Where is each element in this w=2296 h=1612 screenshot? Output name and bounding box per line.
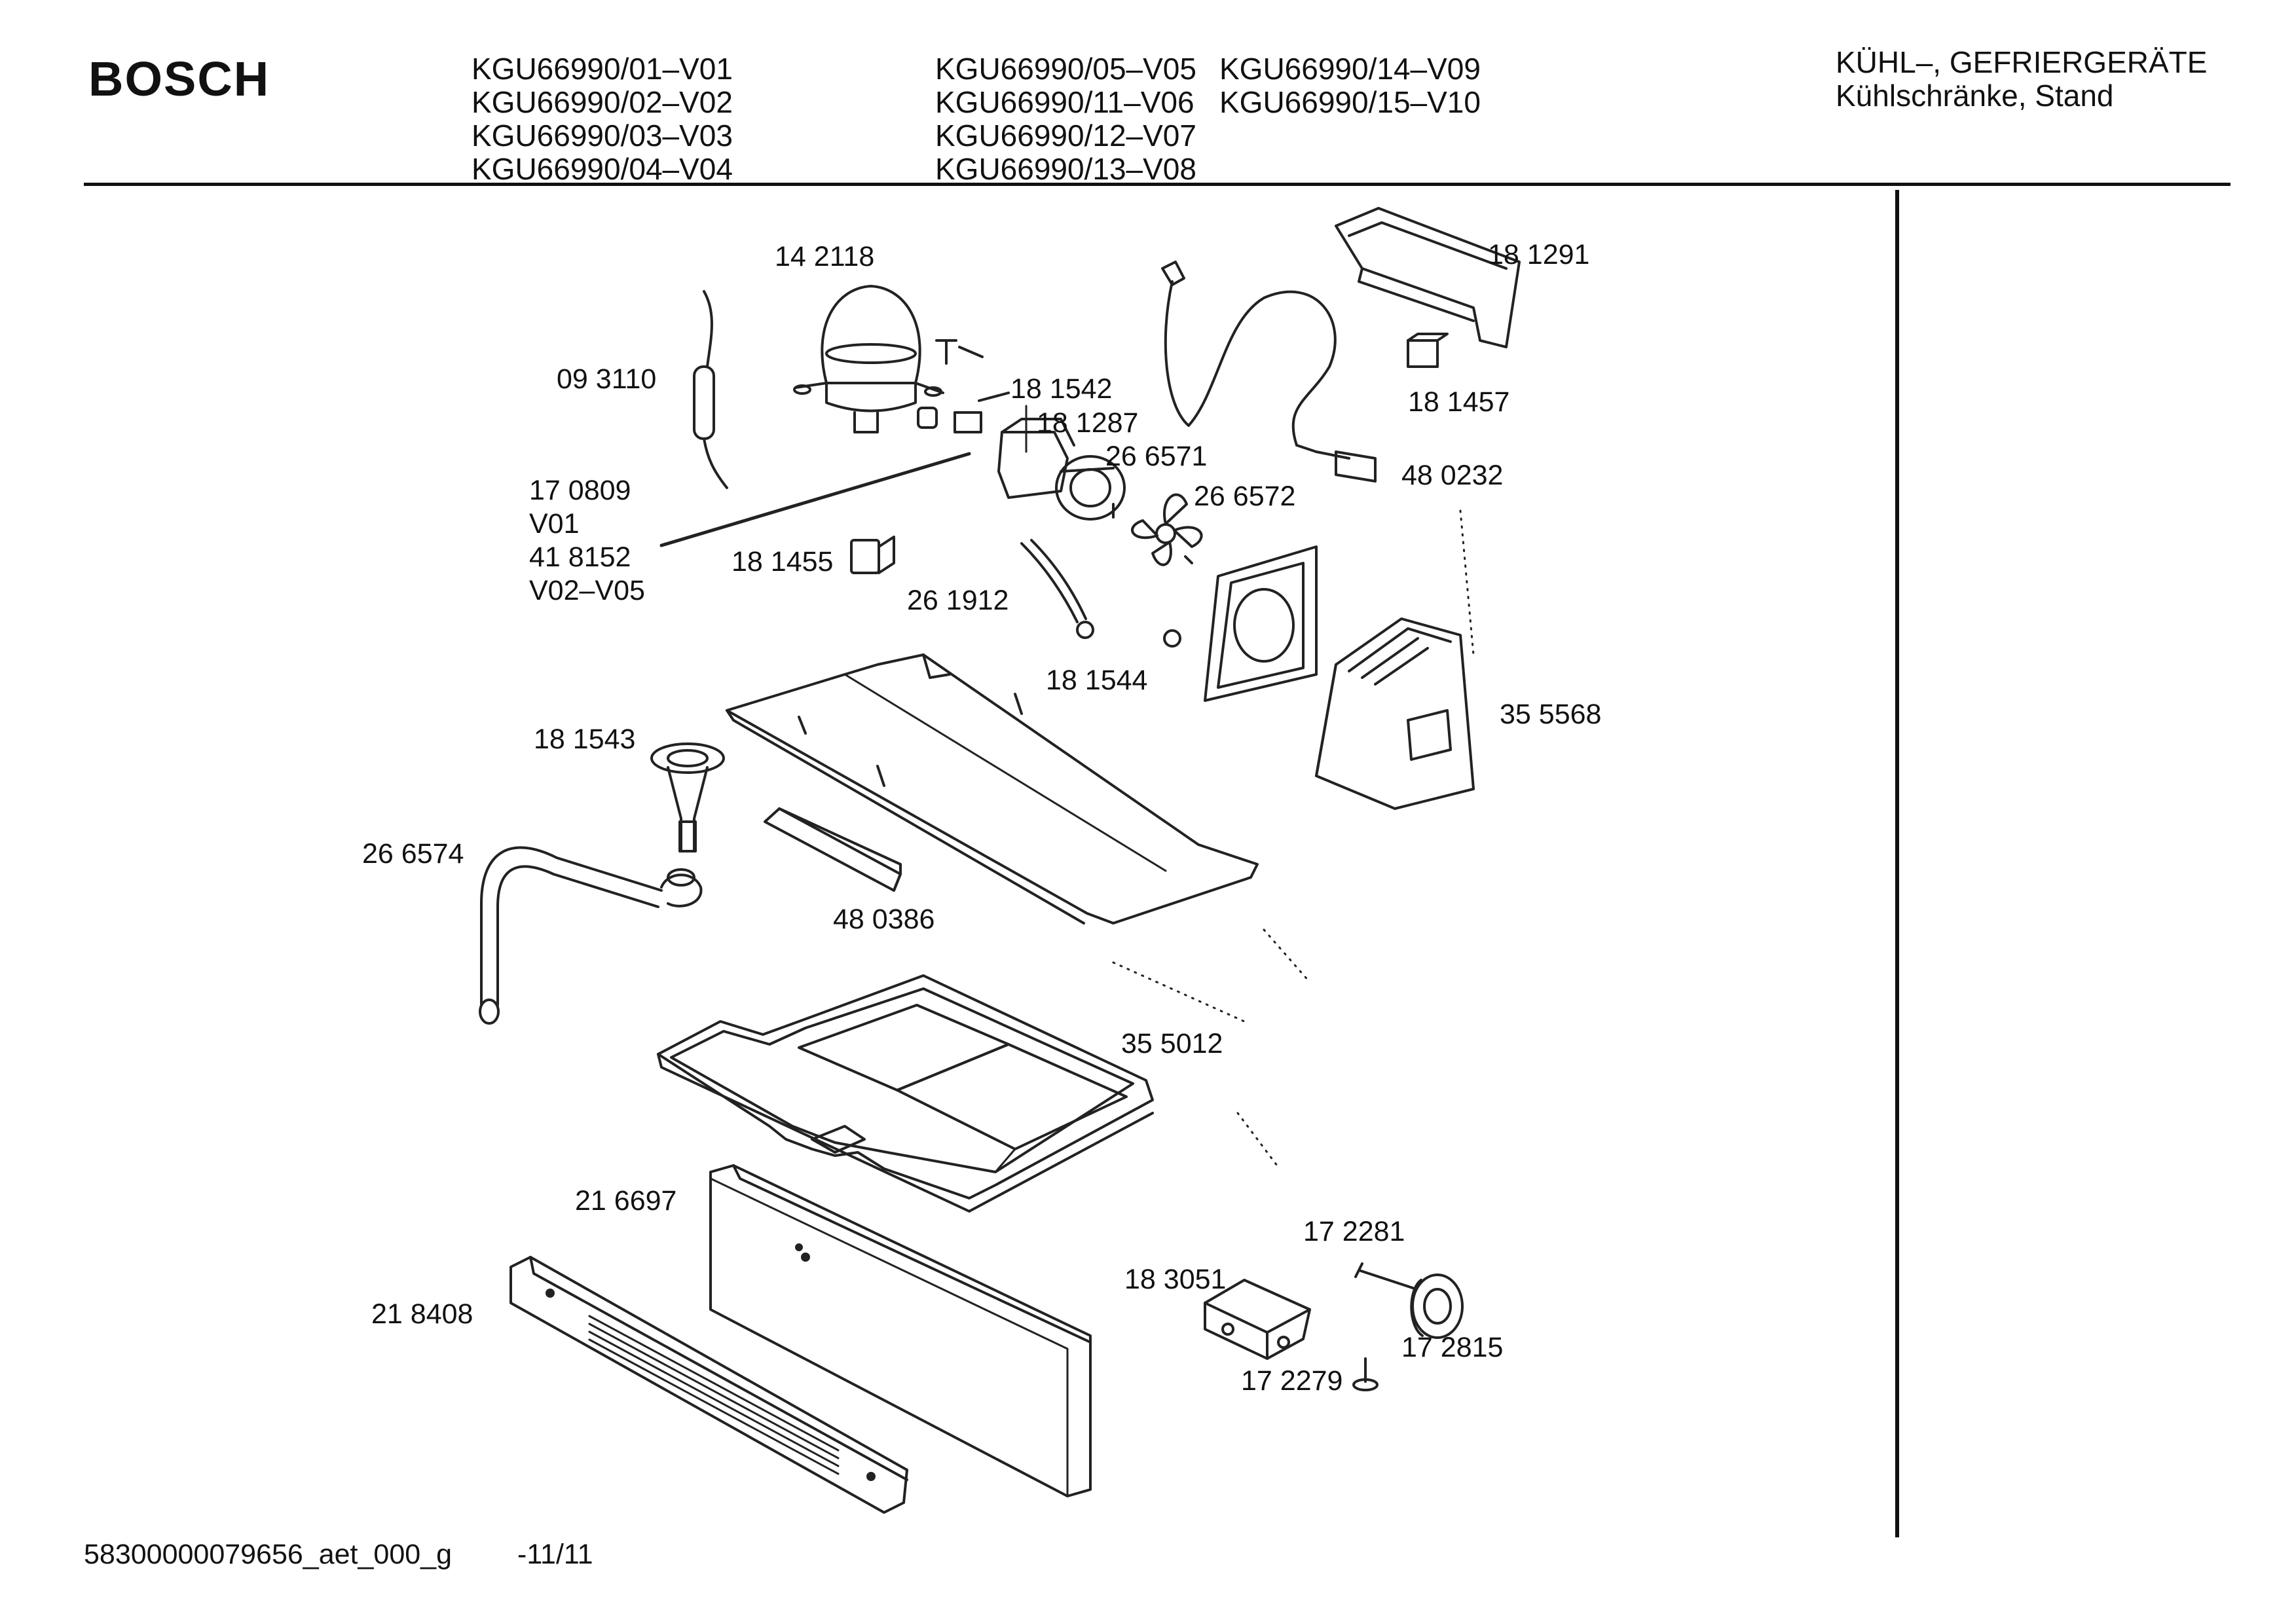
model-list-col-3: KGU66990/14–V09 KGU66990/15–V10 [1219, 52, 1481, 119]
model-number: KGU66990/02–V02 [472, 85, 733, 119]
part-label: 17 2815 [1401, 1332, 1504, 1363]
model-number: KGU66990/03–V03 [472, 119, 733, 153]
evaporator-drawing [1315, 617, 1475, 810]
power-cable-drawing [1161, 261, 1377, 483]
part-label: 21 6697 [575, 1185, 677, 1217]
part-label: 18 1457 [1408, 386, 1510, 418]
dryer-filter-drawing [693, 290, 728, 489]
part-label: 26 6572 [1194, 481, 1296, 512]
margin-divider [1895, 190, 1899, 1537]
part-label: 41 8152 [529, 541, 631, 573]
brand-logo: BOSCH [88, 52, 270, 106]
category-title: KÜHL–, GEFRIERGERÄTE [1836, 45, 2208, 79]
leader-line [659, 452, 971, 547]
roller-bracket-drawing [1204, 1279, 1311, 1360]
model-number: KGU66990/05–V05 [935, 52, 1196, 86]
part-label: 17 0809 [529, 475, 631, 506]
axle-screw-drawing [1354, 1262, 1416, 1290]
kick-plate-grille-drawing [509, 1256, 908, 1514]
page-number: -11/11 [517, 1539, 593, 1570]
fan-blade-drawing [1112, 493, 1203, 566]
part-label: 17 2279 [1241, 1365, 1343, 1397]
part-label: 18 1543 [534, 724, 636, 755]
drain-funnel-drawing [650, 742, 725, 852]
motor-bracket-drawing [1020, 539, 1181, 648]
part-label: 48 0232 [1401, 460, 1504, 491]
drain-hose-drawing [479, 846, 703, 1025]
part-label: V01 [529, 508, 580, 540]
part-label: 18 3051 [1124, 1264, 1227, 1295]
compressor-drawing [793, 285, 984, 433]
drip-tray-drawing [657, 974, 1154, 1213]
document-id: 58300000079656_aet_000_g [84, 1539, 452, 1570]
clip-drawing [850, 536, 895, 574]
leveling-foot-drawing [1352, 1357, 1379, 1391]
part-label: 14 2118 [775, 241, 875, 272]
front-panel-drawing [709, 1164, 1092, 1497]
part-label: 18 1542 [1010, 373, 1113, 405]
part-label: 21 8408 [371, 1298, 473, 1330]
category-subtitle: Kühlschränke, Stand [1836, 79, 2114, 113]
category-heading: KÜHL–, GEFRIERGERÄTE Kühlschränke, Stand [1836, 46, 2207, 113]
part-label: 09 3110 [557, 363, 657, 395]
fan-motor-drawing [1055, 455, 1126, 521]
model-number: KGU66990/04–V04 [472, 152, 733, 186]
part-label: 26 6571 [1105, 441, 1208, 472]
part-label: 26 6574 [362, 838, 464, 870]
model-number: KGU66990/11–V06 [935, 85, 1194, 119]
model-number: KGU66990/14–V09 [1219, 52, 1481, 86]
part-label: 18 1287 [1037, 407, 1139, 439]
model-list-col-2: KGU66990/05–V05 KGU66990/11–V06 KGU66990… [935, 52, 1196, 186]
part-label: 18 1455 [731, 546, 834, 577]
part-label: 17 2281 [1303, 1216, 1405, 1247]
part-label: 18 1544 [1046, 665, 1148, 696]
model-list-col-1: KGU66990/01–V01 KGU66990/02–V02 KGU66990… [472, 52, 733, 186]
model-number: KGU66990/12–V07 [935, 119, 1196, 153]
model-number: KGU66990/13–V08 [935, 152, 1196, 186]
model-number: KGU66990/15–V10 [1219, 85, 1481, 119]
assembly-guide-dots [1112, 509, 1475, 1167]
air-duct-cover-drawing [726, 653, 1259, 925]
part-label: 48 0386 [833, 904, 935, 935]
part-label: 35 5012 [1121, 1028, 1223, 1059]
part-label: 26 1912 [907, 585, 1009, 616]
model-number: KGU66990/01–V01 [472, 52, 733, 86]
part-label: 35 5568 [1500, 699, 1602, 730]
header-divider [84, 183, 2231, 186]
starter-relay-drawing [954, 392, 1075, 499]
channel-profile-drawing [764, 807, 902, 892]
fan-shroud-drawing [1204, 545, 1318, 702]
part-label: 18 1291 [1488, 239, 1590, 270]
part-label: V02–V05 [529, 575, 645, 606]
wheel-drawing [1410, 1273, 1464, 1339]
connector-housing-drawing [1335, 207, 1521, 368]
